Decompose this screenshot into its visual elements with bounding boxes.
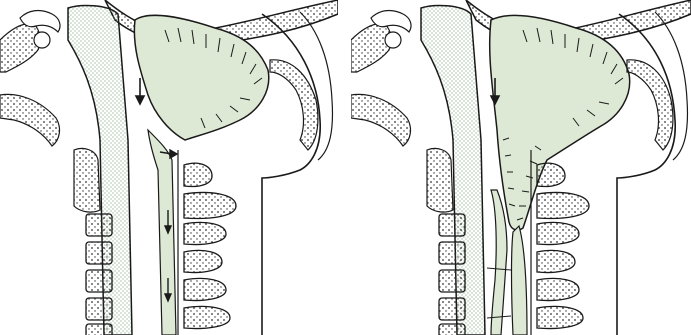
pituitary-region <box>34 32 50 48</box>
vertebral-body-c4 <box>86 242 112 264</box>
clivus <box>351 24 391 72</box>
anterior-arch <box>0 94 59 146</box>
left-panel-illustration <box>0 0 338 335</box>
spinous-process-1 <box>184 163 212 186</box>
vertebral-body-c4 <box>439 242 465 264</box>
spinous-process-2 <box>537 193 589 219</box>
spinous-process-4 <box>184 250 222 272</box>
occipital-inner-band <box>270 60 318 150</box>
vertebral-bodies-anterior <box>439 214 465 335</box>
right-panel-illustration <box>351 0 691 335</box>
spinous-process-5 <box>184 278 226 300</box>
vertebral-body-c3 <box>439 214 465 236</box>
right-panel-herniated-anatomy <box>351 0 691 335</box>
dens-axis <box>427 148 453 212</box>
cisterna-magna <box>148 130 176 335</box>
posterior-dura-line <box>617 14 675 335</box>
pituitary-region <box>385 32 401 48</box>
vertebral-body-c6 <box>86 298 112 320</box>
clivus <box>0 24 40 72</box>
spinous-process-3 <box>537 222 579 244</box>
dens-axis <box>74 148 100 212</box>
vertebral-bodies-anterior <box>86 214 112 335</box>
vertebral-body-c3 <box>86 214 112 236</box>
vertebral-body-c7 <box>86 324 112 335</box>
vertebral-body-c6 <box>439 298 465 320</box>
spinous-process-2 <box>184 193 236 219</box>
spinous-process-4 <box>537 250 575 272</box>
spinous-processes <box>184 163 236 328</box>
spinous-processes <box>537 163 589 328</box>
spinous-process-5 <box>537 278 579 300</box>
spinous-process-1 <box>537 163 565 186</box>
vertebral-body-c7 <box>439 324 465 335</box>
syrinx-cavity <box>491 190 507 335</box>
vertebral-body-c5 <box>439 270 465 292</box>
vertebral-body-c5 <box>86 270 112 292</box>
anterior-arch <box>351 94 410 146</box>
spinous-process-6 <box>184 306 230 328</box>
compressed-csf-space <box>512 226 528 335</box>
panel-divider <box>338 0 351 335</box>
arrow-down-icon <box>136 78 144 104</box>
spinous-process-6 <box>537 306 583 328</box>
left-panel-normal-anatomy <box>0 0 338 335</box>
spinous-process-3 <box>184 222 226 244</box>
